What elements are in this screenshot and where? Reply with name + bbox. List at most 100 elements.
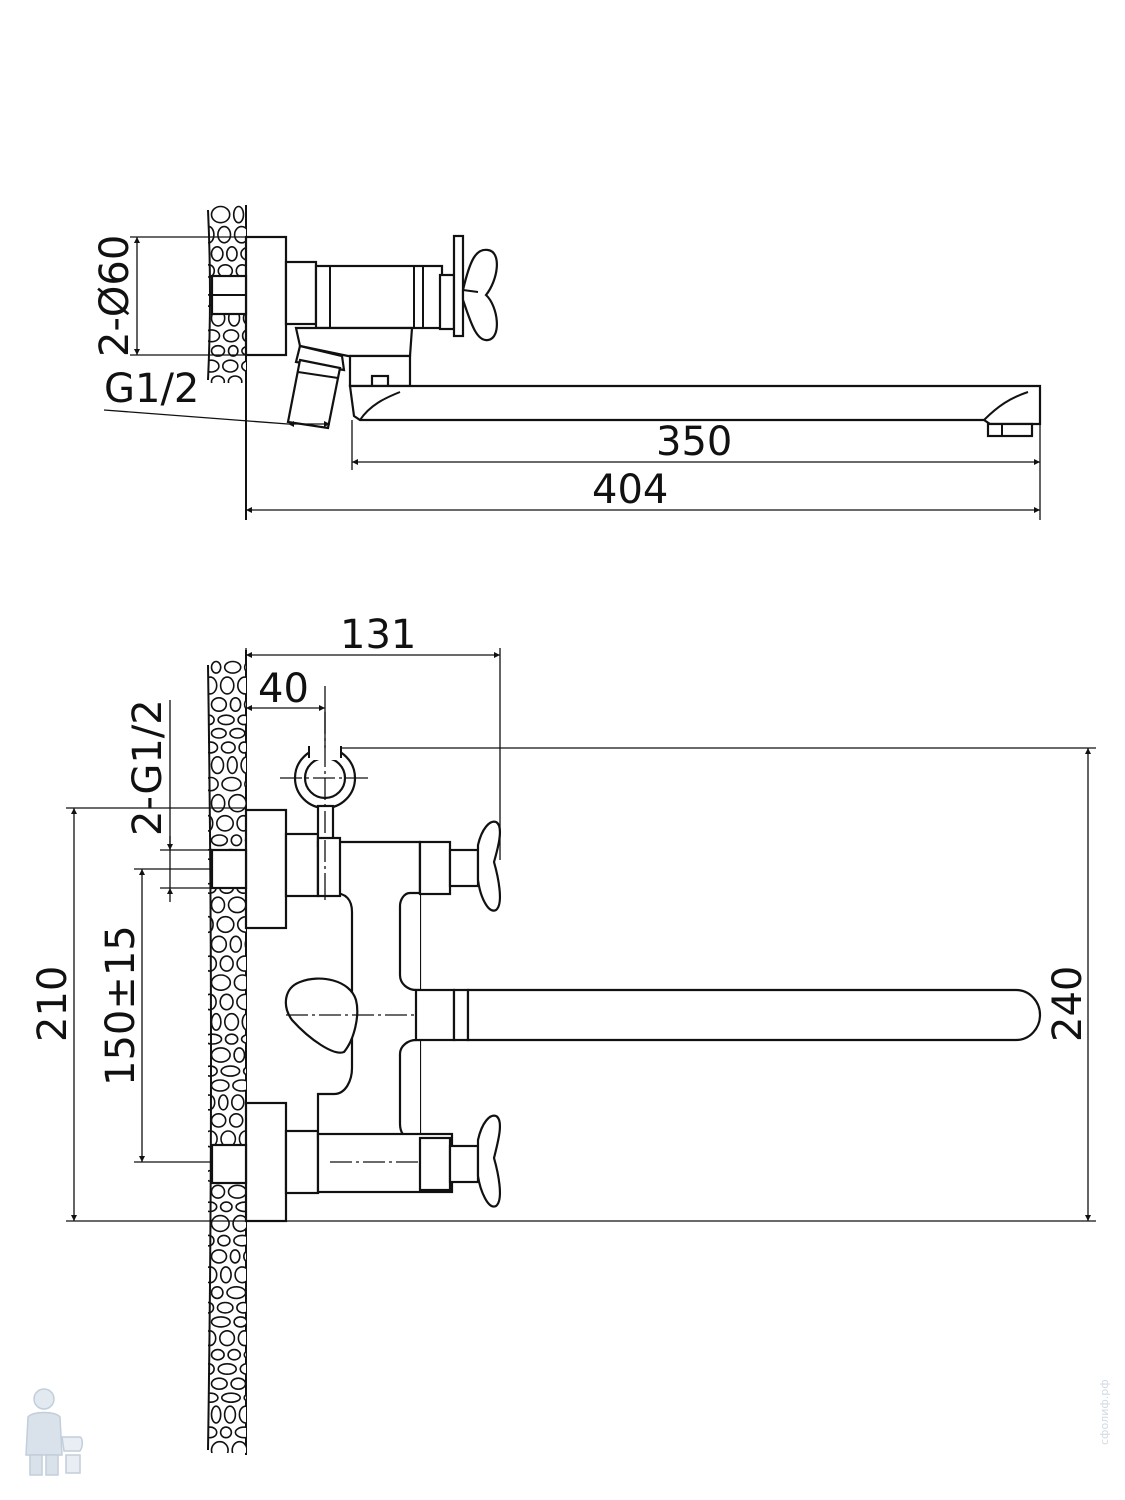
wall-stone xyxy=(243,662,246,673)
wall-stone xyxy=(210,1377,228,1390)
wall-stone xyxy=(208,1301,215,1314)
dim-label-131: 131 xyxy=(340,612,416,658)
watermark: сфолиф.рф xyxy=(25,1379,1111,1476)
wall-stone xyxy=(240,246,246,261)
dim-label-210: 210 xyxy=(30,966,76,1042)
dim-label-40: 40 xyxy=(258,666,309,712)
wall-stone xyxy=(231,1440,246,1453)
wall-stone xyxy=(228,1113,244,1128)
wall-stone xyxy=(221,776,242,792)
wall-stone xyxy=(243,1394,246,1402)
wall-stone xyxy=(216,814,235,832)
wall-stone xyxy=(208,1234,215,1247)
dim-label-2-g12: 2-G1/2 xyxy=(125,699,171,836)
wall-stone xyxy=(210,1214,230,1233)
wall-stone xyxy=(217,1363,237,1376)
dim-131: 131 xyxy=(245,612,501,860)
wall-stone xyxy=(210,246,224,262)
wall-stone xyxy=(232,1079,246,1092)
dim-label-404: 404 xyxy=(592,467,668,513)
dim-label-240: 240 xyxy=(1045,966,1091,1042)
wall-stone xyxy=(216,915,235,934)
wall-stone xyxy=(227,375,243,383)
wall-stone xyxy=(236,1301,246,1314)
wall-stone xyxy=(231,1094,245,1111)
wall-stone xyxy=(237,1330,246,1347)
wall-stone xyxy=(208,776,219,792)
mixer-body-top xyxy=(294,234,498,358)
wall-stone xyxy=(210,834,229,847)
wall-section-front xyxy=(207,650,247,1455)
wall-stone xyxy=(227,1348,242,1361)
wall-stone xyxy=(229,1249,241,1264)
wall-stone xyxy=(222,359,239,373)
front-view: 131 40 2-G1/2 210 150 xyxy=(30,612,1096,1455)
dim-210: 210 xyxy=(30,807,1096,1222)
wall-stone xyxy=(241,360,246,372)
wall-stone xyxy=(210,1184,226,1199)
wall-stone xyxy=(227,344,239,357)
wall-stone xyxy=(218,1094,229,1111)
wall-stone xyxy=(210,1316,231,1328)
wall-stone xyxy=(210,1012,222,1031)
wall-stone xyxy=(229,696,242,712)
wall-stone xyxy=(219,1329,236,1347)
wall-stone xyxy=(223,660,242,674)
wall-stone xyxy=(208,993,217,1011)
wall-stone xyxy=(236,993,246,1011)
spout-top xyxy=(348,354,1042,438)
wall-stone xyxy=(238,1405,246,1424)
dim-diameter-60: 2-Ø60 xyxy=(92,235,246,357)
wall-stone xyxy=(208,329,221,343)
wall-stone xyxy=(217,714,235,726)
wall-stone xyxy=(217,1234,231,1247)
wall-fitting-top xyxy=(210,235,318,357)
wall-stone xyxy=(208,741,219,754)
wall-stone xyxy=(219,993,234,1011)
wall-stone xyxy=(236,955,246,972)
wall-stone xyxy=(230,834,243,847)
wall-stone xyxy=(220,741,236,754)
dim-404: 404 xyxy=(246,467,1040,513)
wall-stone xyxy=(244,779,246,789)
wall-stone xyxy=(234,1266,246,1284)
dim-label-g12-top: G1/2 xyxy=(104,366,199,412)
wall-stone xyxy=(228,793,246,813)
wall-stone xyxy=(210,727,227,739)
wall-stone xyxy=(233,1234,246,1247)
wall-stone xyxy=(233,225,246,244)
dim-label-150-15: 150±15 xyxy=(98,925,144,1086)
handle-lower xyxy=(418,1114,502,1208)
wall-stone xyxy=(210,896,226,914)
wall-stone xyxy=(237,714,246,726)
wall-stone xyxy=(238,741,246,754)
wall-stone xyxy=(224,1033,239,1045)
wall-stone xyxy=(210,1348,225,1361)
wall-stone xyxy=(210,935,228,953)
dim-label-350: 350 xyxy=(656,419,732,465)
wall-stone xyxy=(208,1426,218,1439)
wall-stone xyxy=(232,205,245,224)
wall-stone xyxy=(245,378,246,383)
wall-stone xyxy=(236,814,246,832)
wall-stone xyxy=(243,1250,246,1263)
wall-stone xyxy=(233,1316,246,1328)
shower-outlet-top xyxy=(286,344,346,430)
wall-stone xyxy=(219,1201,233,1213)
wall-stone xyxy=(226,1286,246,1300)
wall-stone xyxy=(208,1033,223,1045)
wall-fitting-upper xyxy=(210,808,320,930)
wall-stone xyxy=(237,676,246,695)
wall-stone xyxy=(234,1426,246,1439)
wall-stone xyxy=(208,676,218,695)
wall-stone xyxy=(239,1363,246,1375)
wall-stone xyxy=(230,1377,246,1390)
wall-fitting-lower xyxy=(210,1101,320,1223)
wall-stone xyxy=(219,1266,232,1284)
wall-stone xyxy=(210,755,225,775)
wall-stone xyxy=(243,1350,246,1359)
wall-stone xyxy=(220,1065,241,1077)
wall-stone xyxy=(208,814,214,832)
wall-stone xyxy=(232,1214,246,1233)
wall-stone xyxy=(210,205,231,224)
